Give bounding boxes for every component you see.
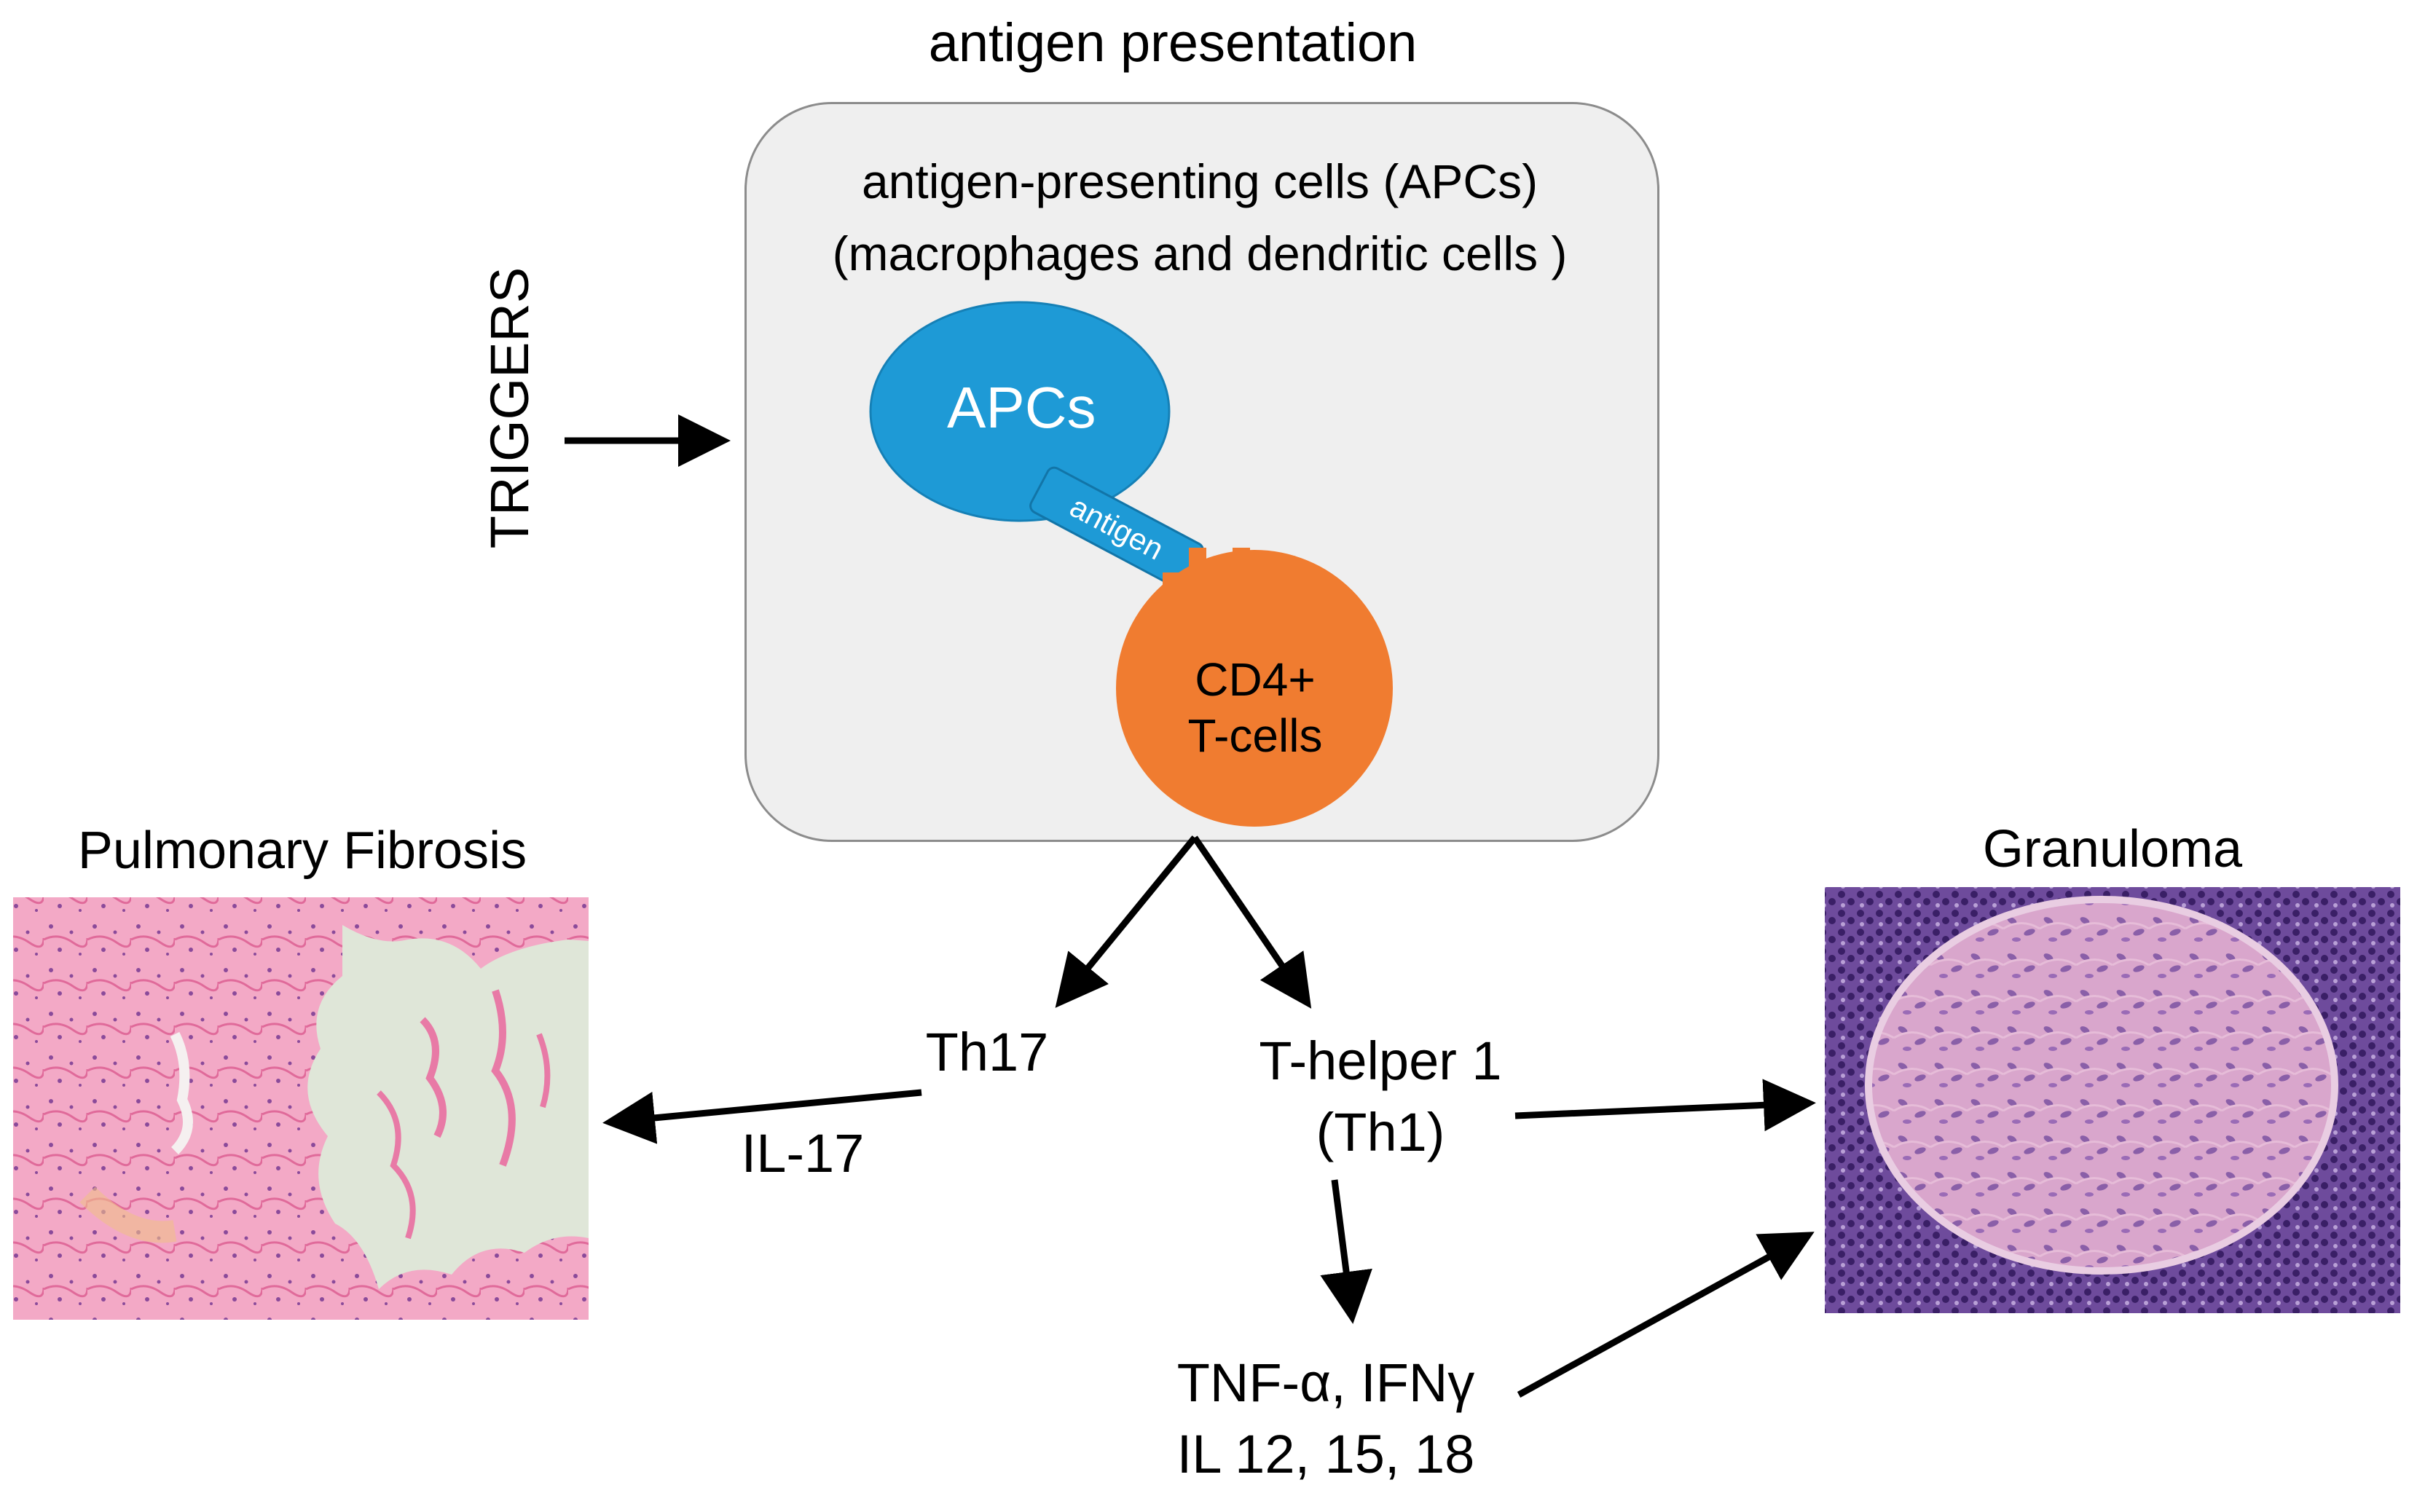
pulmonary-fibrosis-title: Pulmonary Fibrosis: [77, 822, 527, 880]
cd4-tcell-label: CD4+ T-cells: [1142, 652, 1368, 764]
il17-label: IL-17: [741, 1123, 865, 1184]
arrow-th1-to-granuloma: [1514, 1079, 1816, 1132]
granuloma-title: Granuloma: [1982, 820, 2243, 878]
th1-label: T-helper 1 (Th1): [1209, 1025, 1552, 1169]
th17-label: Th17: [925, 1022, 1049, 1082]
cd4-label-line-2: T-cells: [1187, 709, 1323, 762]
arrow-il17-to-fibrosis: [602, 1089, 922, 1144]
cd4-tcell: [1116, 550, 1393, 827]
triggers-label: TRIGGERS: [479, 267, 540, 549]
apcs-label: APCs: [947, 375, 1096, 440]
arrow-cytokines-to-granuloma: [1517, 1232, 1815, 1398]
arrow-to-th1: [1192, 835, 1312, 1009]
arrow-to-th17: [1055, 835, 1198, 1008]
cytokines-line-1: TNF-α, IFNγ: [1176, 1352, 1475, 1413]
apc-box-heading: antigen-presenting cells (APCs) (macroph…: [744, 146, 1655, 290]
th1-line-2: (Th1): [1316, 1102, 1445, 1163]
cytokines-line-2: IL 12, 15, 18: [1176, 1424, 1475, 1485]
apc-box-line-2: (macrophages and dendritic cells ): [832, 227, 1568, 280]
diagram-title: antigen presentation: [928, 12, 1418, 73]
cytokines-label: TNF-α, IFNγ IL 12, 15, 18: [1122, 1347, 1530, 1491]
arrow-th1-to-cytokines: [1320, 1179, 1372, 1324]
pulmonary-fibrosis-image: [13, 897, 589, 1320]
granuloma-image: [1825, 887, 2400, 1313]
th1-line-1: T-helper 1: [1259, 1031, 1502, 1091]
apc-cell: [869, 301, 1171, 522]
apc-box-line-1: antigen-presenting cells (APCs): [861, 154, 1538, 208]
cd4-label-line-1: CD4+: [1195, 653, 1316, 706]
